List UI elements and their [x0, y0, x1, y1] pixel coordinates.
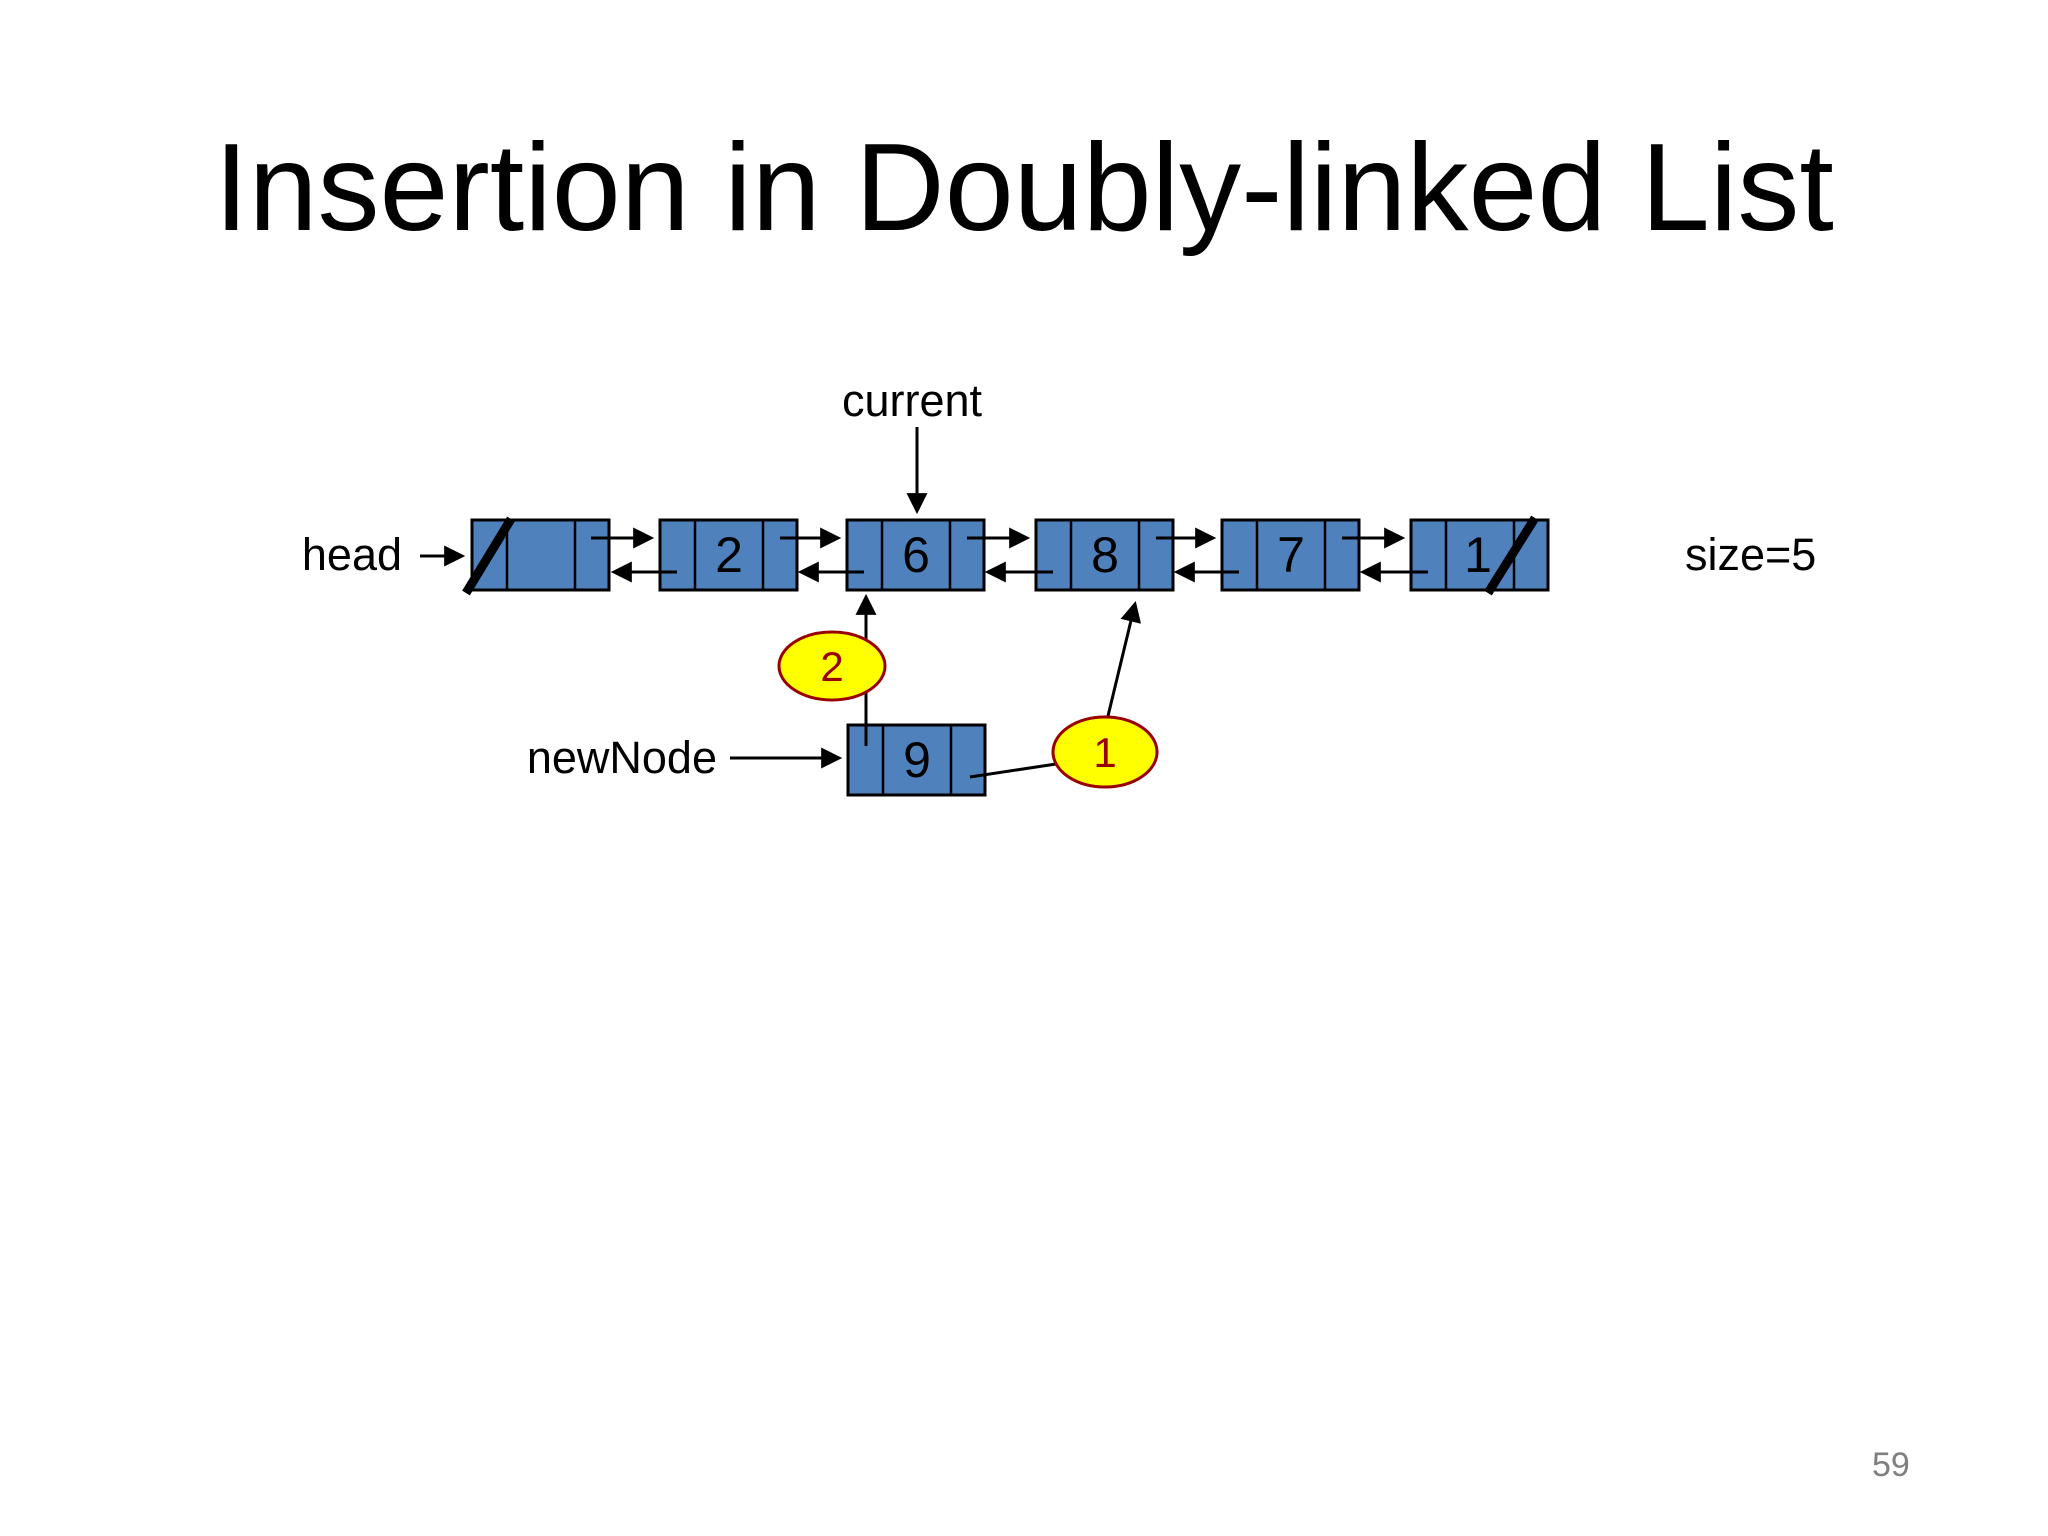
node-dummy-head — [462, 516, 611, 596]
node-box — [1034, 518, 1175, 592]
node-7: 7 — [1220, 518, 1361, 592]
step-2-number: 2 — [820, 643, 843, 690]
label-head: head — [302, 529, 402, 580]
node-value: 8 — [1091, 527, 1119, 583]
null-prev-slash — [462, 516, 515, 596]
label-current: current — [842, 375, 983, 426]
node-value: 2 — [715, 527, 743, 583]
node-value: 1 — [1464, 527, 1492, 583]
null-next-slash — [1484, 515, 1539, 596]
step-1-number: 1 — [1093, 729, 1116, 776]
node-6-current: 6 — [845, 518, 986, 592]
newnode-next-connector — [969, 762, 1057, 779]
node-box — [470, 518, 611, 592]
step-1-ellipse — [1051, 715, 1159, 789]
label-newnode: newNode — [527, 732, 717, 783]
label-size: size=5 — [1685, 529, 1816, 580]
node-box — [845, 518, 986, 592]
node-1-tail: 1 — [1409, 515, 1550, 596]
page-number: 59 — [1872, 1446, 1910, 1484]
newnode-next-to-node8-arrow — [1106, 600, 1142, 717]
node-value: 7 — [1277, 527, 1305, 583]
node-2: 2 — [658, 518, 799, 592]
node-box — [846, 723, 987, 797]
node-box — [658, 518, 799, 592]
node-8: 8 — [1034, 518, 1175, 592]
node-value: 9 — [903, 732, 931, 788]
page-title: Insertion in Doubly-linked List — [214, 119, 1834, 257]
step-badge-2: 2 — [777, 630, 887, 702]
step-badge-1: 1 — [1051, 715, 1159, 789]
new-node-9: 9 — [846, 723, 987, 797]
node-box — [1220, 518, 1361, 592]
node-value: 6 — [902, 527, 930, 583]
step-2-ellipse — [777, 630, 887, 702]
